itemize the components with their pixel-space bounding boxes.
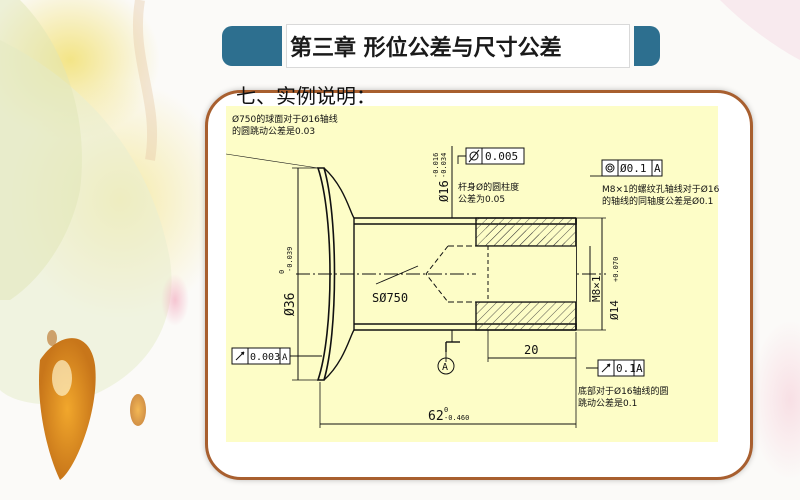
fcf-flange-datum: A — [282, 353, 288, 363]
dim-d16-tol-up: -0.016 — [432, 153, 440, 178]
note-line: 的轴线的同轴度公差是Ø0.1 — [602, 197, 714, 207]
dim-62-tol-low: -0.460 — [444, 414, 469, 422]
note-line: 公差为0.05 — [458, 195, 506, 205]
title-accent-right — [634, 26, 660, 66]
fcf-cyl-value: 0.005 — [485, 150, 518, 163]
datum-symbol — [437, 357, 455, 375]
fcf-coax-value: Ø0.1 — [620, 162, 647, 175]
note-line: M8×1的螺纹孔轴线对于Ø16 — [602, 185, 720, 195]
note-coaxiality: M8×1的螺纹孔轴线对于Ø16 的轴线的同轴度公差是Ø0.1 — [602, 184, 719, 208]
dim-d16-tol-low: -0.034 — [440, 153, 448, 178]
dim-sphere: SØ750 — [372, 291, 408, 305]
section-heading: 七、实例说明： — [236, 84, 376, 108]
slide-title: 第三章 形位公差与尺寸公差 — [290, 36, 562, 61]
datum-label: A — [442, 362, 448, 373]
note-cylindricity: 杆身Ø的圆柱度 公差为0.05 — [458, 182, 519, 206]
dim-d36-tol-low: -0.039 — [286, 247, 294, 272]
dim-62: 62 — [428, 409, 444, 424]
fcf-cylindricity — [465, 147, 525, 165]
title-accent-left — [222, 26, 282, 66]
dim-d16: Ø16 — [437, 180, 451, 202]
dim-m8: M8×1 — [590, 276, 603, 303]
note-end-runout: 底部对于Ø16轴线的圆 跳动公差是0.1 — [578, 386, 669, 410]
shaft-drawing: 0.005 Ø0.1 A 0.1 A 0.003 A Ø36 0 -0.039 … — [226, 146, 663, 428]
dim-d36: Ø36 — [283, 293, 298, 316]
note-flange-runout: Ø750的球面对于Ø16轴线 的圆跳动公差是0.03 — [232, 114, 338, 138]
fcf-flange-value: 0.003 — [250, 352, 280, 363]
note-line: 的圆跳动公差是0.03 — [232, 127, 316, 137]
note-line: 杆身Ø的圆柱度 — [458, 183, 520, 193]
dim-62-tol-up: 0 — [444, 406, 448, 414]
fcf-coaxiality — [601, 159, 663, 177]
note-line: 底部对于Ø16轴线的圆 — [578, 387, 669, 397]
engineering-drawing: 0.005 Ø0.1 A 0.1 A 0.003 A Ø36 0 -0.039 … — [226, 106, 719, 442]
dim-d14-tol: +0.070 — [612, 257, 620, 282]
dim-20: 20 — [524, 343, 538, 357]
note-line: Ø750的球面对于Ø16轴线 — [232, 115, 338, 125]
dim-d14: Ø14 — [608, 300, 621, 320]
fcf-end-value: 0.1 — [616, 362, 636, 375]
slide-title-bar: 第三章 形位公差与尺寸公差 — [222, 24, 660, 68]
fcf-coax-datum: A — [654, 162, 661, 175]
title-box — [286, 24, 630, 68]
fcf-runout-flange — [231, 347, 291, 365]
note-line: 跳动公差是0.1 — [578, 399, 638, 409]
fcf-end-datum: A — [636, 362, 643, 375]
dim-d36-tol-up: 0 — [278, 270, 286, 274]
